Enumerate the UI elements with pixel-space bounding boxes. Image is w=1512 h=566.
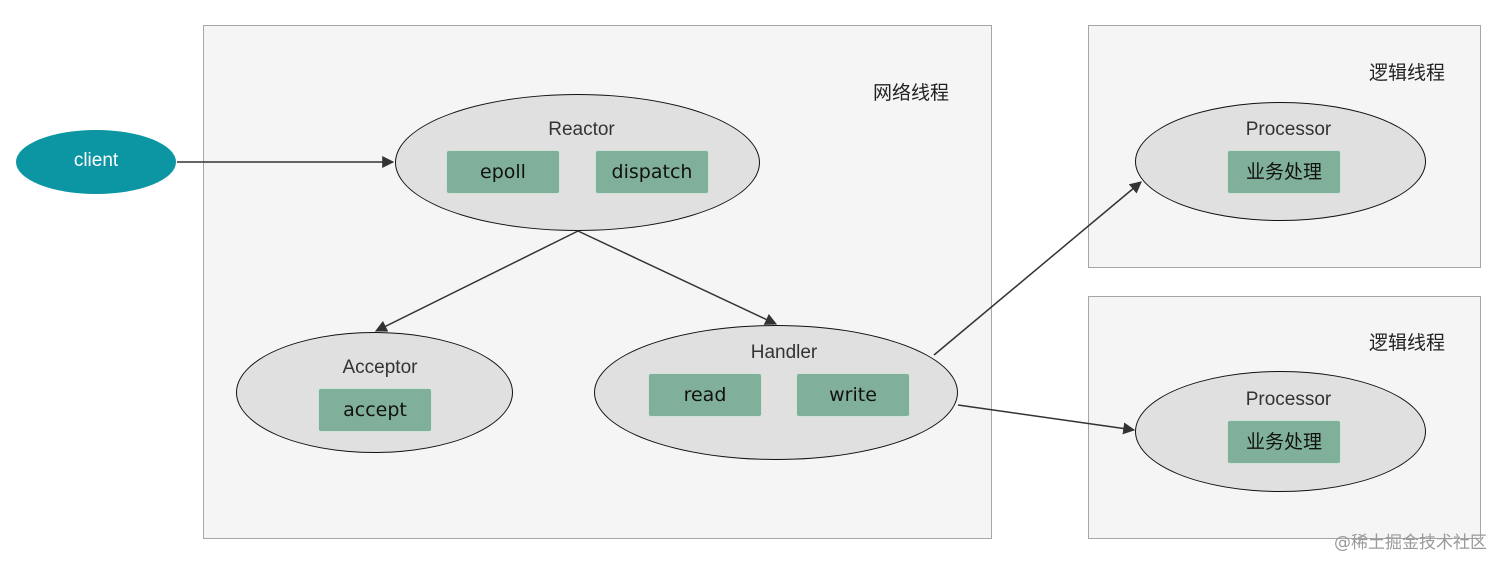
client-node (16, 130, 176, 194)
logic-thread-label-1: 逻辑线程 (1369, 62, 1446, 84)
handler-title: Handler (750, 342, 818, 363)
accept-chip: accept (318, 388, 432, 432)
watermark-text: @稀土掘金技术社区 (1334, 533, 1487, 553)
reactor-to-acceptor-arrow (374, 230, 579, 332)
business-chip-2: 业务处理 (1227, 420, 1341, 464)
network-thread-label: 网络线程 (873, 82, 950, 104)
write-chip: write (796, 373, 910, 417)
read-chip: read (648, 373, 762, 417)
acceptor-title: Acceptor (342, 357, 418, 378)
reactor-title: Reactor (548, 119, 615, 140)
reactor-to-handler-arrow (577, 230, 778, 325)
handler-to-processor2-arrow (957, 404, 1136, 435)
dispatch-chip: dispatch (595, 150, 709, 194)
handler-to-processor1-arrow (933, 181, 1142, 356)
epoll-chip: epoll (446, 150, 560, 194)
client-label: client (73, 150, 119, 171)
processor-title-1: Processor (1245, 119, 1332, 140)
logic-thread-label-2: 逻辑线程 (1369, 332, 1446, 354)
processor-title-2: Processor (1245, 389, 1332, 410)
business-chip-1: 业务处理 (1227, 150, 1341, 194)
